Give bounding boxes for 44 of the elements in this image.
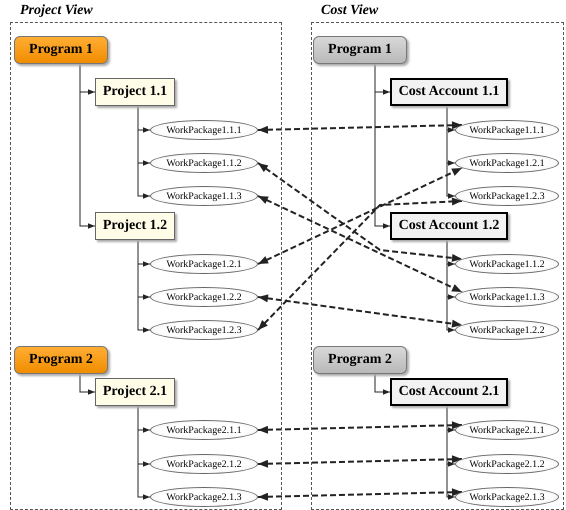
arrow: [138, 406, 150, 500]
work-package-ellipse: WorkPackage1.1.2: [150, 153, 258, 173]
arrow: [138, 240, 150, 333]
project-box: Project 2.1: [95, 378, 175, 406]
arrow: [80, 64, 96, 229]
arrow: [374, 64, 390, 229]
arrow: [138, 106, 150, 199]
project-box: Project 1.2: [95, 212, 175, 240]
program-box: Program 2: [14, 346, 108, 374]
program-box: Program 2: [313, 346, 407, 374]
arrow: [80, 374, 96, 395]
work-package-ellipse: WorkPackage1.1.3: [150, 186, 258, 206]
work-package-ellipse: WorkPackage1.1.3: [455, 287, 559, 307]
double-headed-arrow: [258, 455, 462, 468]
account-box: Cost Account 1.2: [390, 212, 508, 240]
double-headed-arrow: [258, 195, 462, 293]
work-package-ellipse: WorkPackage2.1.3: [455, 487, 559, 507]
double-headed-arrow: [258, 421, 462, 434]
work-package-ellipse: WorkPackage1.2.1: [455, 153, 559, 173]
double-headed-arrow: [258, 488, 462, 501]
account-box: Cost Account 1.1: [390, 78, 508, 106]
program-box: Program 1: [313, 36, 407, 64]
work-package-ellipse: WorkPackage2.1.3: [150, 487, 258, 507]
double-headed-arrow: [258, 294, 462, 328]
arrow: [374, 374, 390, 395]
work-package-ellipse: WorkPackage2.1.2: [455, 454, 559, 474]
work-package-ellipse: WorkPackage2.1.1: [150, 420, 258, 440]
work-package-ellipse: WorkPackage1.2.1: [150, 254, 258, 274]
panel-title: Cost View: [321, 2, 378, 20]
double-headed-arrow: [258, 121, 462, 134]
double-headed-arrow: [257, 198, 462, 331]
work-package-ellipse: WorkPackage1.2.3: [150, 320, 258, 340]
work-package-ellipse: WorkPackage1.1.1: [455, 120, 559, 140]
work-package-ellipse: WorkPackage2.1.1: [455, 420, 559, 440]
work-package-ellipse: WorkPackage1.1.1: [150, 120, 258, 140]
work-package-ellipse: WorkPackage1.2.3: [455, 186, 559, 206]
work-package-ellipse: WorkPackage1.2.2: [150, 287, 258, 307]
panel-title: Project View: [20, 2, 93, 20]
work-package-ellipse: WorkPackage2.1.2: [150, 454, 258, 474]
program-box: Program 1: [14, 36, 108, 64]
project-box: Project 1.1: [95, 78, 175, 106]
work-package-ellipse: WorkPackage1.2.2: [455, 320, 559, 340]
work-package-ellipse: WorkPackage1.1.2: [455, 254, 559, 274]
account-box: Cost Account 2.1: [390, 378, 508, 406]
